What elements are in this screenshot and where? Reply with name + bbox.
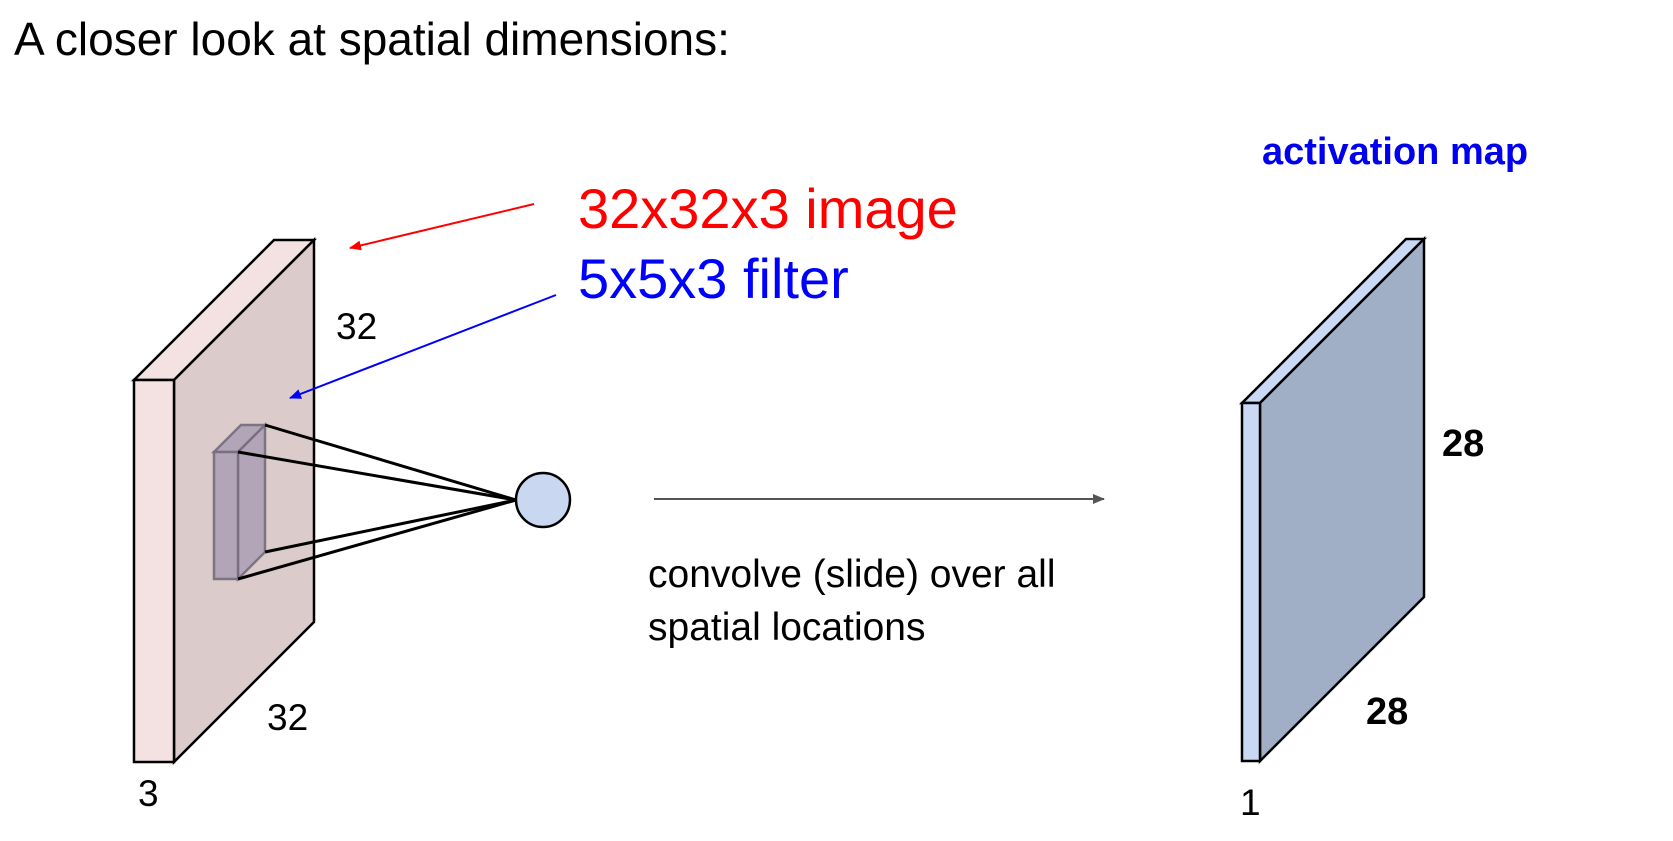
- convolve-caption-line-2: spatial locations: [648, 606, 926, 649]
- filter-depth-face: [212, 450, 240, 581]
- input-depth-label: 3: [138, 773, 159, 814]
- connection-line: [237, 450, 517, 502]
- image-label-arrow: [349, 203, 535, 251]
- slide-title: A closer look at spatial dimensions:: [14, 13, 730, 65]
- activation-map-depth-face: [1240, 401, 1262, 763]
- image-size-label: 32x32x3 image: [578, 177, 958, 240]
- filter-label-arrow: [289, 294, 557, 399]
- activation-map-label: activation map: [1262, 131, 1529, 173]
- input-height-label: 32: [336, 306, 378, 347]
- filter-front-face: [236, 421, 267, 583]
- input-width-label: 32: [267, 697, 309, 738]
- output-width-label: 28: [1366, 691, 1409, 733]
- connection-line: [237, 498, 517, 581]
- neuron-circle: [514, 471, 572, 529]
- output-depth-label: 1: [1240, 782, 1261, 823]
- convolve-caption-line-1: convolve (slide) over all: [648, 553, 1056, 596]
- filter-volume: [210, 421, 269, 583]
- connection-line: [264, 498, 517, 554]
- convolve-caption: convolve (slide) over all spatial locati…: [648, 548, 1056, 654]
- output-height-label: 28: [1442, 423, 1485, 465]
- input-volume-depth-face: [132, 378, 176, 764]
- connection-line: [264, 423, 517, 502]
- activation-map-volume: [1238, 235, 1428, 765]
- filter-size-label: 5x5x3 filter: [578, 247, 849, 310]
- filter-connection-lines: [237, 423, 517, 581]
